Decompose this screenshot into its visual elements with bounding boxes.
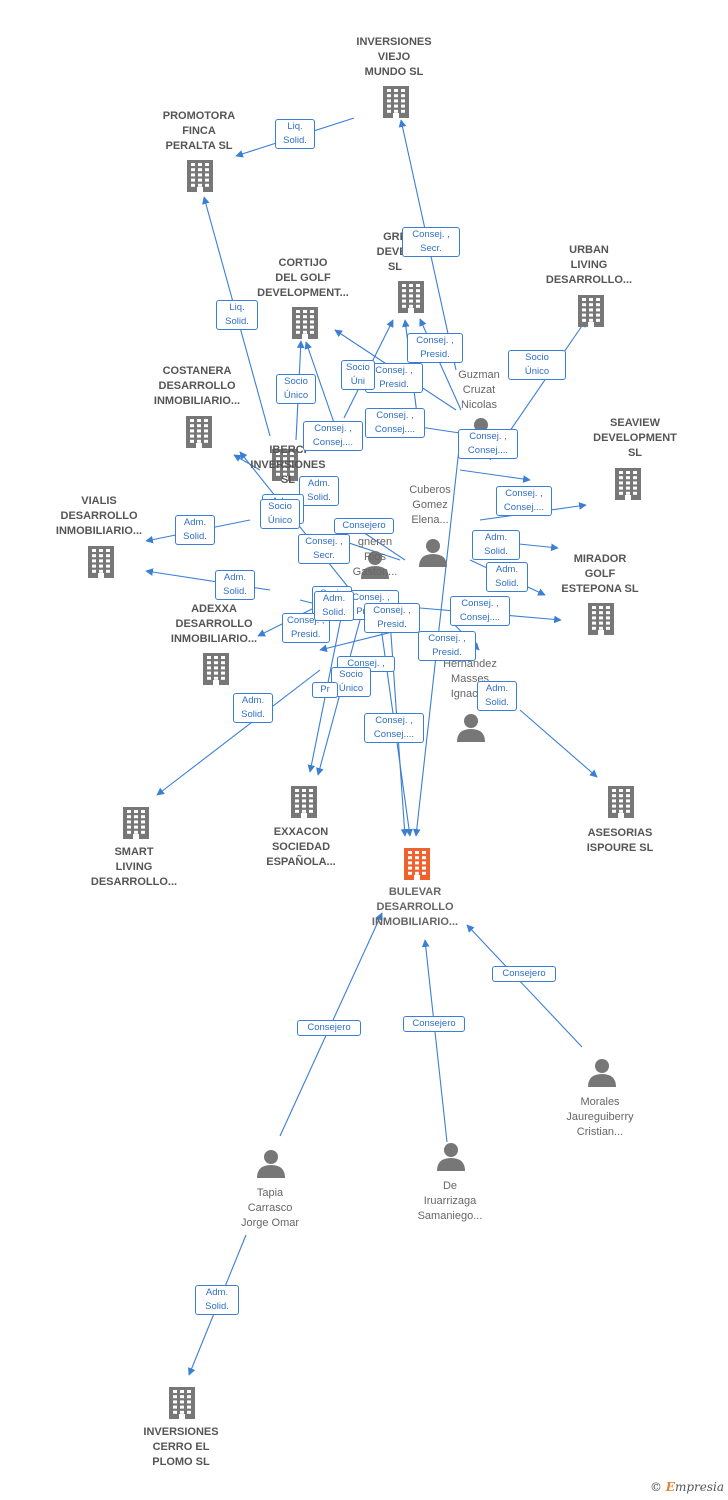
company-icon[interactable] <box>608 786 634 818</box>
edge-line <box>459 469 531 483</box>
edge-label[interactable]: Consej. , Consej.... <box>450 596 510 626</box>
edge-label[interactable]: Liq. Solid. <box>216 300 258 330</box>
brand-name: mpresia <box>674 1480 724 1494</box>
edge-label[interactable]: Consejero <box>297 1020 361 1036</box>
edge-label[interactable]: Consej. , Secr. <box>298 534 350 564</box>
company-icon[interactable] <box>187 160 213 192</box>
node-label-guzman[interactable]: Guzman Cruzat Nicolas <box>458 369 500 411</box>
node-label-cuberos[interactable]: Cuberos Gomez Elena... <box>409 484 451 526</box>
edge-label[interactable]: Consejero <box>334 518 394 534</box>
node-label-cortijo[interactable]: CORTIJO DEL GOLF DEVELOPMENT... <box>257 257 349 299</box>
edge-label[interactable]: Socio Único <box>508 350 566 380</box>
edge-line <box>239 451 365 608</box>
person-icon[interactable] <box>419 539 447 567</box>
node-label-costanera[interactable]: COSTANERA DESARROLLO INMOBILIARIO... <box>153 365 241 407</box>
edge-label[interactable]: Pr <box>312 682 338 698</box>
person-icon[interactable] <box>457 714 485 742</box>
edge-label[interactable]: Consej. , Secr. <box>402 227 460 257</box>
edge-label[interactable]: Consej. , Consej.... <box>496 486 552 516</box>
edge-label[interactable]: Adm. Solid. <box>314 591 354 621</box>
node-label-cerro[interactable]: INVERSIONES CERRO EL PLOMO SL <box>143 1426 219 1468</box>
company-icon[interactable] <box>123 807 149 839</box>
company-icon[interactable] <box>88 546 114 578</box>
edge-line <box>421 939 448 1143</box>
company-icon[interactable] <box>398 281 424 313</box>
company-icon[interactable] <box>169 1387 195 1419</box>
company-icon[interactable] <box>203 653 229 685</box>
edge-label[interactable]: Consej. , Consej.... <box>303 421 363 451</box>
node-label-de_iru[interactable]: De Iruarrizaga Samaniego... <box>417 1180 483 1222</box>
node-label-promotora[interactable]: PROMOTORA FINCA PERALTA SL <box>162 110 236 152</box>
node-label-smart[interactable]: SMART LIVING DESARROLLO... <box>90 846 178 888</box>
edge-label[interactable]: Socio Único <box>260 499 300 529</box>
person-icon[interactable] <box>588 1059 616 1087</box>
edge-line <box>156 669 321 796</box>
edge-line <box>466 924 583 1048</box>
company-icon[interactable] <box>186 416 212 448</box>
edge-label[interactable]: Adm. Solid. <box>195 1285 239 1315</box>
edge-line <box>519 709 598 778</box>
person-icon[interactable] <box>437 1143 465 1171</box>
person-icon[interactable] <box>361 551 389 579</box>
edge-label[interactable]: Adm. Solid. <box>233 693 273 723</box>
node-label-ibercis[interactable]: IBERCI INVERSIONES SL <box>250 444 326 486</box>
company-icon[interactable] <box>383 86 409 118</box>
edge-label[interactable]: Adm. Solid. <box>299 476 339 506</box>
node-label-urban[interactable]: URBAN LIVING DESARROLLO... <box>545 244 633 286</box>
brand-footer: © Empresia <box>650 1480 724 1494</box>
edge-label[interactable]: Consej. , Presid. <box>364 603 420 633</box>
edge-label[interactable]: Consej. , Presid. <box>407 333 463 363</box>
node-label-inv_viejo[interactable]: INVERSIONES VIEJO MUNDO SL <box>356 36 432 78</box>
node-label-tapia[interactable]: Tapia Carrasco Jorge Omar <box>240 1187 300 1229</box>
brand-logo-icon: E <box>665 1480 675 1494</box>
company-icon[interactable] <box>292 307 318 339</box>
edge-label[interactable]: Consej. , Consej.... <box>458 429 518 459</box>
edge-line <box>233 454 261 471</box>
icons-layer <box>88 86 641 1419</box>
edge-label[interactable]: Adm. Solid. <box>472 530 520 560</box>
edge-line <box>319 629 401 653</box>
node-label-exxacon[interactable]: EXXACON SOCIEDAD ESPAÑOLA... <box>266 826 336 868</box>
edge-label[interactable]: Socio Único <box>276 374 316 404</box>
edge-label[interactable]: Consejero <box>492 966 556 982</box>
edge-label[interactable]: Adm. Solid. <box>175 515 215 545</box>
node-label-seaview[interactable]: SEAVIEW DEVELOPMENT SL <box>593 417 677 459</box>
edge-label[interactable]: Socio Úni <box>341 360 375 390</box>
company-icon[interactable] <box>272 449 298 481</box>
node-label-morales[interactable]: Morales Jaureguiberry Cristian... <box>566 1096 634 1138</box>
node-label-mirador[interactable]: MIRADOR GOLF ESTEPONA SL <box>561 553 639 595</box>
edge-label[interactable]: Consej. , Presid. <box>418 631 476 661</box>
focus-company-icon[interactable] <box>404 848 430 880</box>
edge-label[interactable]: Adm. Solid. <box>215 570 255 600</box>
company-icon[interactable] <box>615 468 641 500</box>
edge-label[interactable]: Consej. , Consej.... <box>364 713 424 743</box>
edge-label[interactable]: Adm. Solid. <box>477 681 517 711</box>
company-icon[interactable] <box>588 603 614 635</box>
edge-label[interactable]: Adm. Solid. <box>486 562 528 592</box>
node-label-ignerent[interactable]: gneren Rios Gaston... <box>352 536 398 578</box>
person-icon[interactable] <box>257 1150 285 1178</box>
edge-line <box>339 538 401 561</box>
copyright-mark: © <box>649 1480 662 1494</box>
edge-label[interactable]: Consejero <box>403 1016 465 1032</box>
node-label-asesorias[interactable]: ASESORIAS ISPOURE SL <box>586 827 654 854</box>
node-label-adexxa[interactable]: ADEXXA DESARROLLO INMOBILIARIO... <box>170 603 258 645</box>
company-icon[interactable] <box>578 295 604 327</box>
edge-label[interactable]: Consej. , Consej.... <box>365 408 425 438</box>
node-label-vialis[interactable]: VIALIS DESARROLLO INMOBILIARIO... <box>55 495 143 537</box>
edge-label[interactable]: Liq. Solid. <box>275 119 315 149</box>
edge-line <box>316 619 361 776</box>
node-label-bulevar[interactable]: BULEVAR DESARROLLO INMOBILIARIO... <box>371 886 459 928</box>
company-icon[interactable] <box>291 786 317 818</box>
